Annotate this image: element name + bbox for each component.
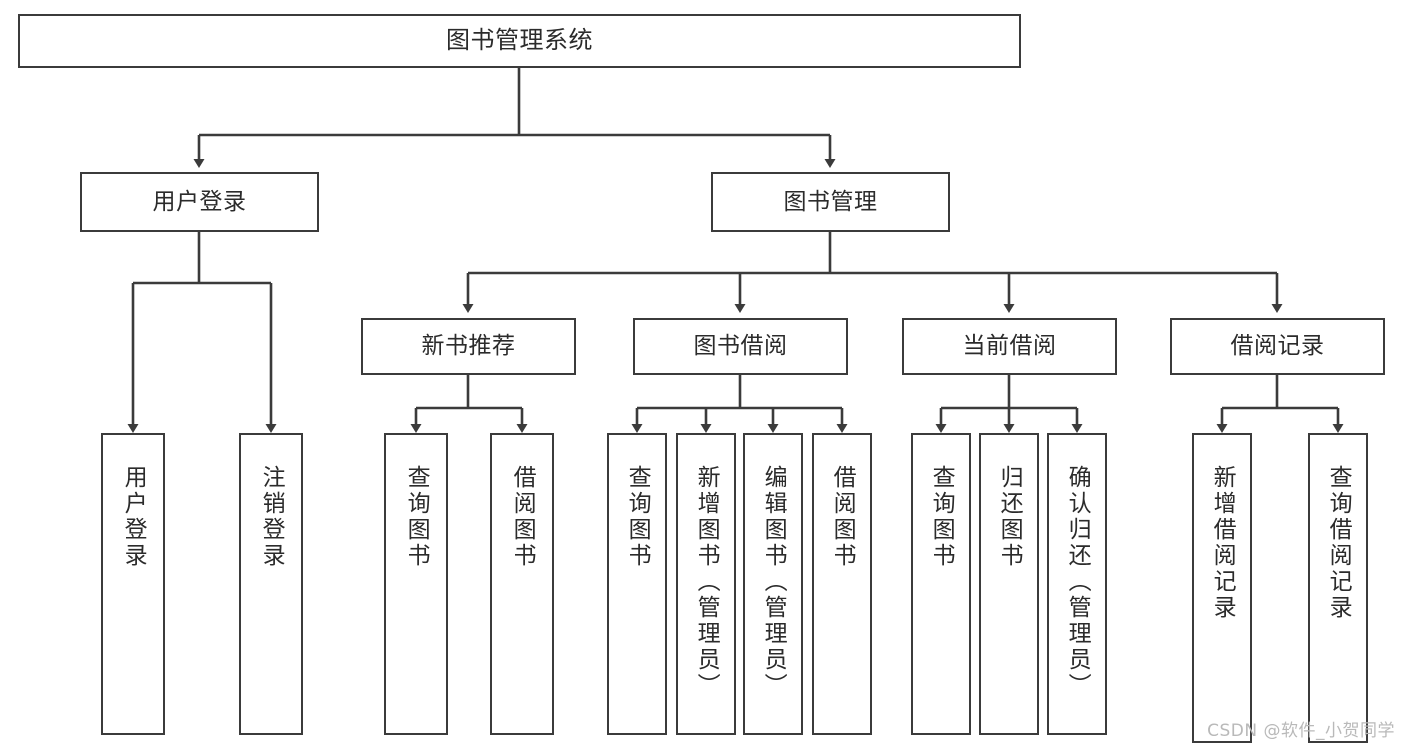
leaf-user-login[interactable]: 用户登录 xyxy=(101,433,165,735)
node-label: 查询图书 xyxy=(624,465,651,569)
leaf-return-book[interactable]: 归还图书 xyxy=(979,433,1039,735)
node-new-book-recommend[interactable]: 新书推荐 xyxy=(361,318,576,375)
node-label: 查询借阅记录 xyxy=(1325,465,1352,621)
node-label: 确认归还（管理员） xyxy=(1064,465,1091,699)
leaf-borrow-book[interactable]: 借阅图书 xyxy=(812,433,872,735)
node-label: 新增图书（管理员） xyxy=(693,465,720,699)
leaf-query-book-recommend[interactable]: 查询图书 xyxy=(384,433,448,735)
node-label: 注销登录 xyxy=(258,465,285,569)
leaf-query-book-current[interactable]: 查询图书 xyxy=(911,433,971,735)
node-label: 图书管理系统 xyxy=(446,26,593,55)
node-label: 用户登录 xyxy=(152,188,247,215)
node-book-manage[interactable]: 图书管理 xyxy=(711,172,950,232)
node-label: 借阅记录 xyxy=(1230,333,1325,360)
node-label: 编辑图书（管理员） xyxy=(760,465,787,699)
leaf-query-book-borrow[interactable]: 查询图书 xyxy=(607,433,667,735)
leaf-borrow-book-recommend[interactable]: 借阅图书 xyxy=(490,433,554,735)
node-label: 借阅图书 xyxy=(829,465,856,569)
node-book-borrow[interactable]: 图书借阅 xyxy=(633,318,848,375)
node-label: 图书借阅 xyxy=(693,333,788,360)
leaf-confirm-return-admin[interactable]: 确认归还（管理员） xyxy=(1047,433,1107,735)
node-label: 新增借阅记录 xyxy=(1209,465,1236,621)
node-borrow-record[interactable]: 借阅记录 xyxy=(1170,318,1385,375)
leaf-edit-book-admin[interactable]: 编辑图书（管理员） xyxy=(743,433,803,735)
node-label: 当前借阅 xyxy=(962,333,1057,360)
leaf-user-logout[interactable]: 注销登录 xyxy=(239,433,303,735)
leaf-add-borrow-record[interactable]: 新增借阅记录 xyxy=(1192,433,1252,743)
node-root-system[interactable]: 图书管理系统 xyxy=(18,14,1021,68)
node-label: 借阅图书 xyxy=(509,465,536,569)
node-label: 新书推荐 xyxy=(421,333,516,360)
node-label: 用户登录 xyxy=(120,465,147,569)
node-label: 归还图书 xyxy=(996,465,1023,569)
node-label: 图书管理 xyxy=(783,188,878,215)
leaf-add-book-admin[interactable]: 新增图书（管理员） xyxy=(676,433,736,735)
node-current-borrow[interactable]: 当前借阅 xyxy=(902,318,1117,375)
leaf-query-borrow-record[interactable]: 查询借阅记录 xyxy=(1308,433,1368,743)
node-label: 查询图书 xyxy=(403,465,430,569)
node-label: 查询图书 xyxy=(928,465,955,569)
node-user-login[interactable]: 用户登录 xyxy=(80,172,319,232)
